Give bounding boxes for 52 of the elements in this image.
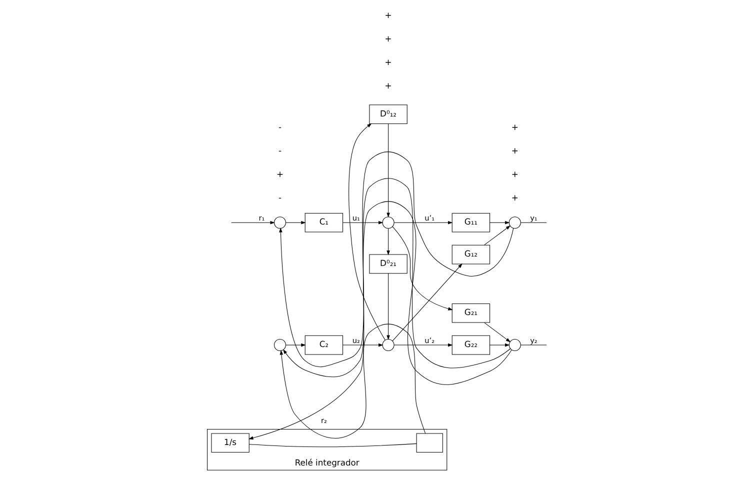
node-circle bbox=[508, 339, 521, 352]
label: + bbox=[384, 57, 392, 68]
node-box bbox=[416, 433, 443, 453]
arrow bbox=[394, 343, 453, 347]
arrow bbox=[283, 178, 511, 378]
node-box: D⁰₁₂ bbox=[369, 104, 408, 124]
label: + bbox=[384, 34, 392, 44]
arrow bbox=[231, 220, 275, 224]
arrow bbox=[286, 220, 306, 224]
node-box: C₁ bbox=[304, 212, 344, 232]
node-circle bbox=[274, 216, 286, 229]
arrow bbox=[280, 324, 426, 438]
node-box: G₁₁ bbox=[452, 212, 490, 232]
node-circle bbox=[382, 339, 394, 352]
arrow bbox=[386, 273, 390, 340]
node-circle bbox=[382, 216, 394, 229]
arrow bbox=[248, 201, 512, 440]
label: - bbox=[278, 192, 282, 203]
label: + bbox=[384, 80, 392, 91]
arrow bbox=[342, 220, 384, 224]
arrow bbox=[386, 124, 390, 218]
label: + bbox=[511, 192, 518, 203]
arrow bbox=[490, 343, 510, 347]
arrow bbox=[279, 152, 514, 368]
arrow bbox=[342, 343, 384, 347]
connector bbox=[520, 344, 547, 346]
node-box: G₂₂ bbox=[452, 335, 490, 355]
label: + bbox=[511, 145, 518, 156]
arrow bbox=[484, 322, 511, 342]
node-circle bbox=[274, 339, 286, 352]
node-circle bbox=[508, 216, 521, 229]
arrow bbox=[394, 220, 453, 224]
connector bbox=[520, 222, 547, 223]
arrow bbox=[286, 343, 306, 347]
arrow bbox=[386, 228, 390, 256]
label: - bbox=[278, 122, 282, 132]
arrow bbox=[392, 263, 462, 342]
arrow bbox=[484, 225, 511, 246]
arrow bbox=[392, 226, 453, 310]
label: + bbox=[511, 122, 518, 132]
node-box: C₂ bbox=[304, 335, 344, 355]
label: + bbox=[276, 169, 284, 179]
label: - bbox=[278, 145, 282, 156]
node-box: D⁰₂₁ bbox=[369, 254, 408, 274]
node-box: 1/s bbox=[211, 433, 250, 453]
node-box: G₂₁ bbox=[452, 303, 490, 323]
label: + bbox=[384, 10, 392, 20]
label: + bbox=[511, 169, 518, 179]
node-box: G₁₂ bbox=[452, 244, 490, 264]
arrow bbox=[490, 220, 510, 224]
arrow bbox=[348, 123, 386, 340]
connector bbox=[249, 443, 417, 448]
